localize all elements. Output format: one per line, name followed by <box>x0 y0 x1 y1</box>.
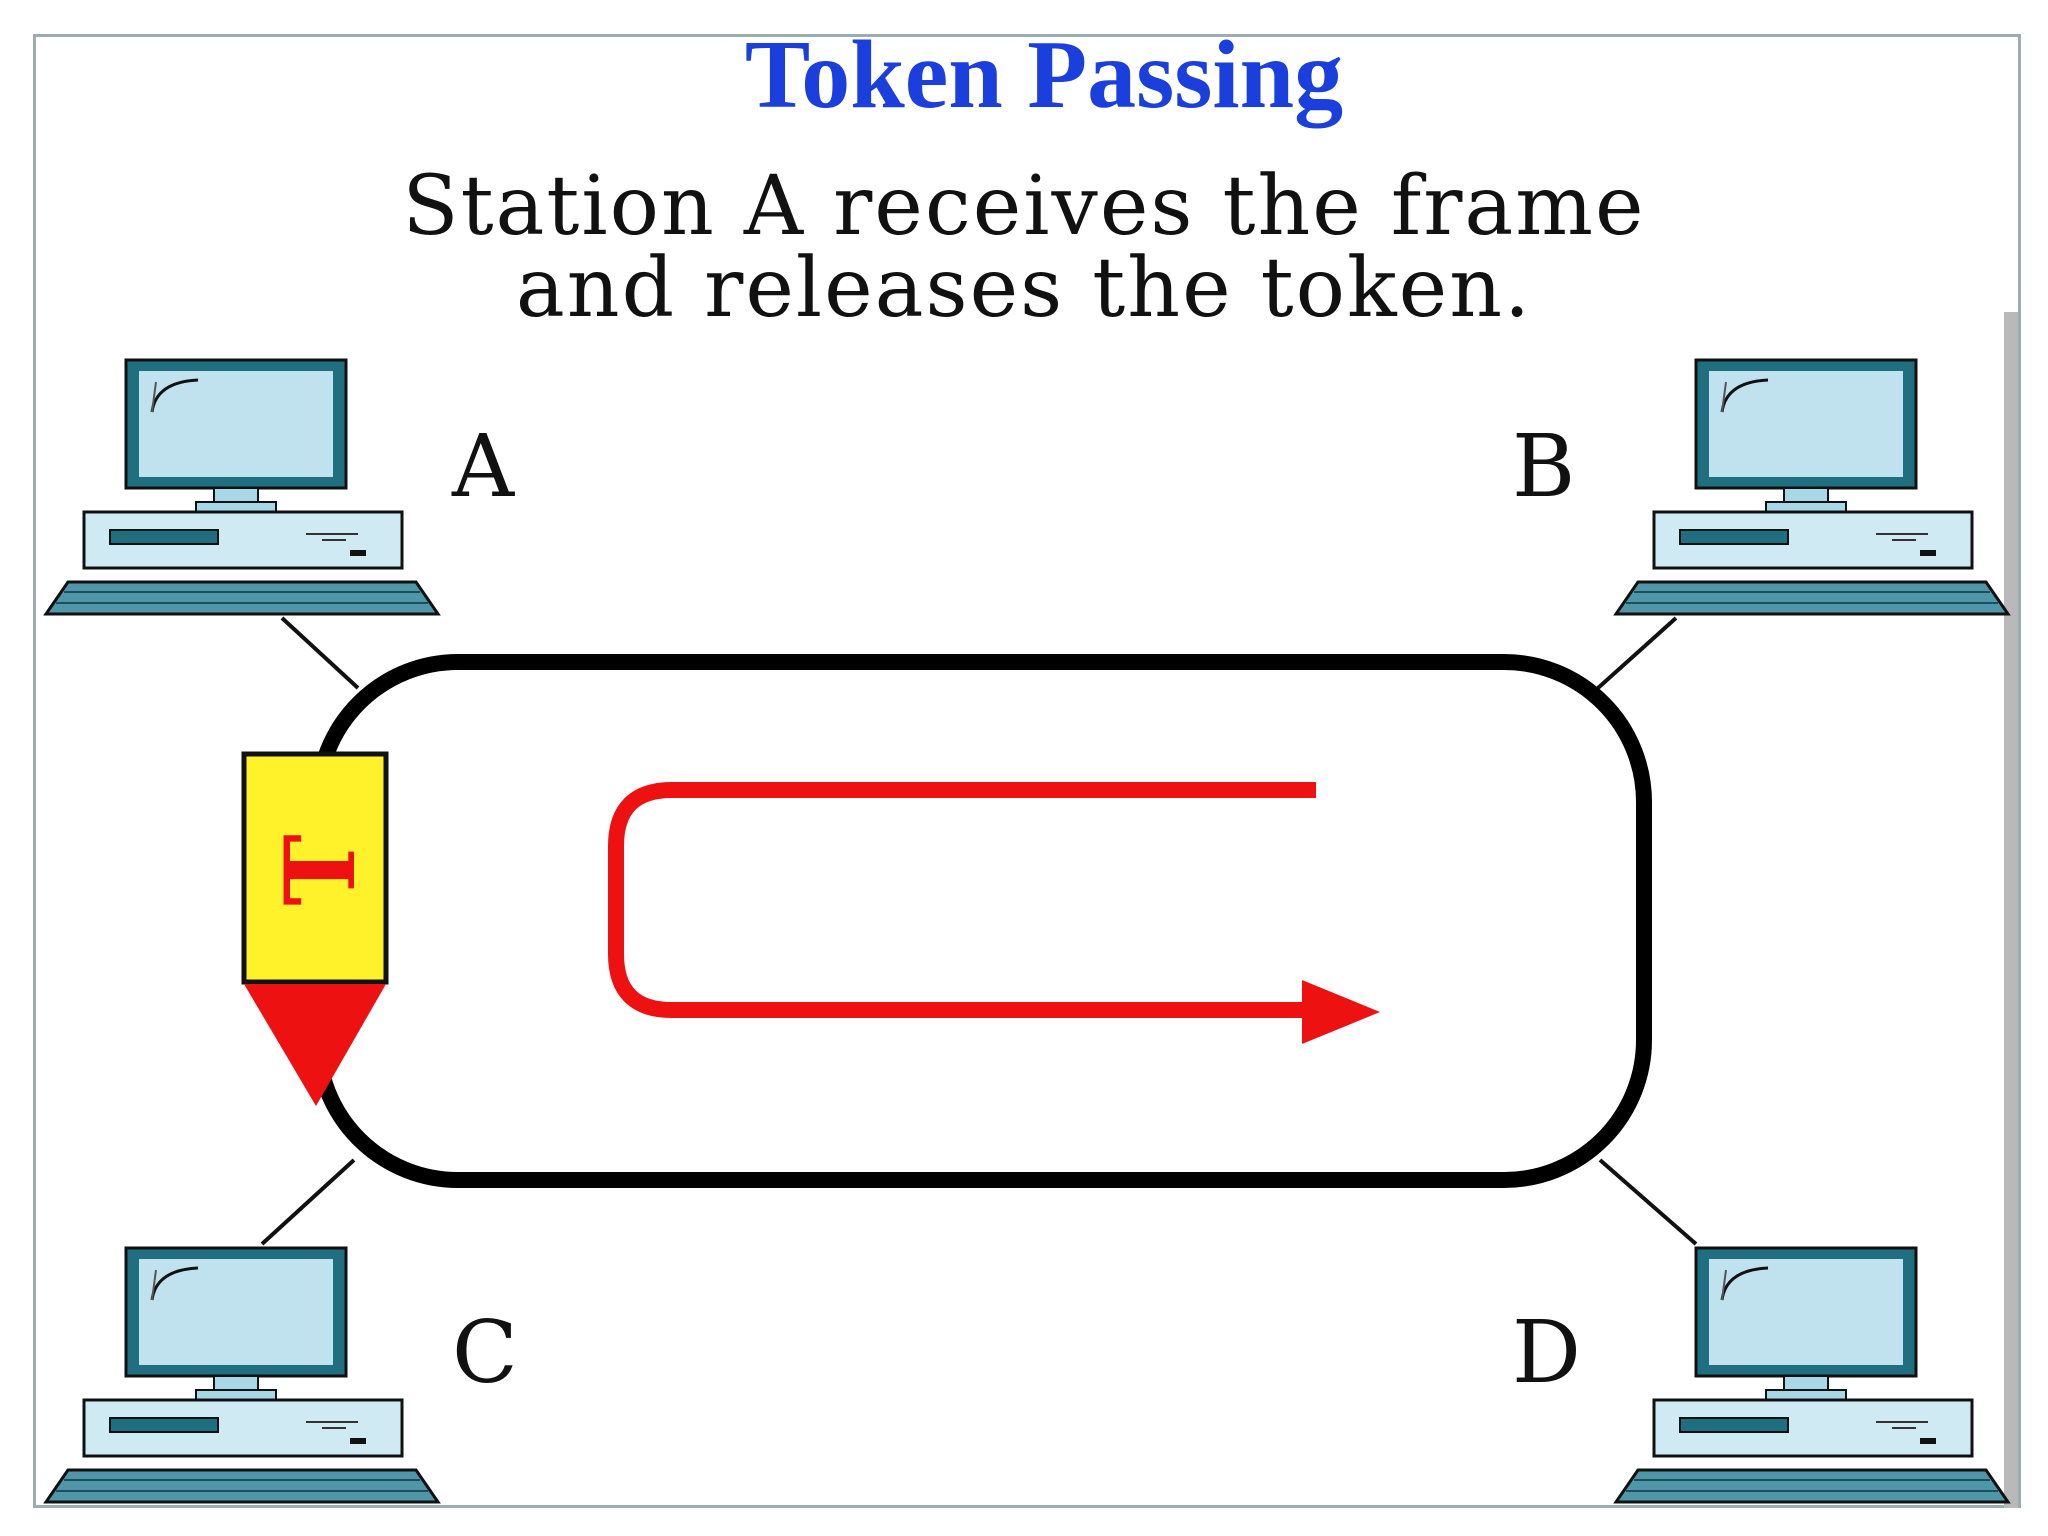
station-label-c: C <box>452 1303 518 1403</box>
computer-icon-d <box>1614 1246 2010 1504</box>
arrow-head <box>1302 980 1380 1044</box>
token-letter: T <box>264 834 377 905</box>
caption-line-1: Station A receives the frame <box>402 159 1646 254</box>
caption-line-2: and releases the token. <box>515 241 1533 336</box>
computer-icon-a <box>44 358 440 616</box>
station-label-d: D <box>1512 1303 1581 1403</box>
link-b <box>1596 616 1678 690</box>
computer-icon-b <box>1614 358 2010 616</box>
station-label-a: A <box>451 417 515 517</box>
page-title: Token Passing <box>744 21 1344 129</box>
link-a <box>280 616 360 690</box>
token-ring <box>310 654 1652 1188</box>
diagram-caption: Station A receives the frame and release… <box>0 166 2048 330</box>
circulation-arrow <box>608 782 1316 1018</box>
token: T <box>241 751 389 1106</box>
link-c <box>260 1158 356 1246</box>
link-d <box>1598 1158 1698 1246</box>
slide-frame <box>33 34 2021 1508</box>
computer-icon-c <box>44 1246 440 1504</box>
station-label-b: B <box>1512 417 1575 517</box>
